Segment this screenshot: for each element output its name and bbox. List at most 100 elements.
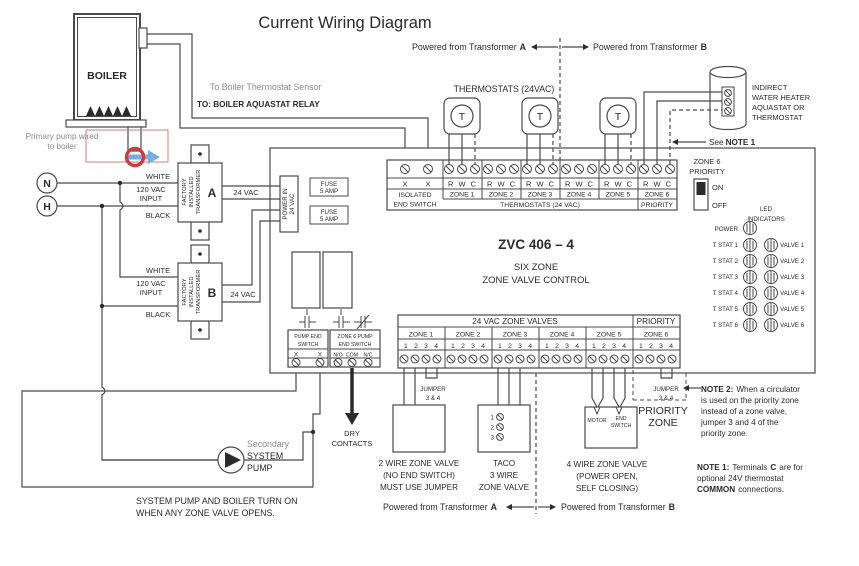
svg-text:INDIRECT: INDIRECT xyxy=(752,83,788,92)
arrow-left-icon xyxy=(683,385,689,391)
svg-text:120 VAC: 120 VAC xyxy=(136,185,166,194)
svg-text:ZONE 5: ZONE 5 xyxy=(597,332,622,339)
svg-text:PRIORITY: PRIORITY xyxy=(638,405,688,417)
power-in-terminal: POWER IN 24 VAC xyxy=(279,175,299,233)
zone6-priority-jumper: JUMPER 3 & 4 PRIORITY ZONE xyxy=(632,368,701,429)
svg-text:R W C: R W C xyxy=(487,180,516,189)
svg-text:T STAT 5: T STAT 5 xyxy=(713,306,739,313)
svg-text:2: 2 xyxy=(491,425,495,432)
svg-text:PUMP END: PUMP END xyxy=(294,334,322,340)
svg-text:VALVE 3: VALVE 3 xyxy=(780,274,805,281)
svg-text:3 & 4: 3 & 4 xyxy=(426,395,441,402)
vac-feed-wiring: 24 VAC 24 VAC xyxy=(222,185,280,303)
svg-text:ZONE 6: ZONE 6 xyxy=(645,192,670,199)
svg-text:SIX ZONE: SIX ZONE xyxy=(514,262,558,273)
svg-text:THERMOSTAT: THERMOSTAT xyxy=(752,113,803,122)
svg-text:ZONE: ZONE xyxy=(648,417,677,429)
svg-text:OFF: OFF xyxy=(712,201,727,210)
svg-text:WATER HEATER: WATER HEATER xyxy=(752,93,811,102)
svg-text:ZONE 6: ZONE 6 xyxy=(693,157,720,166)
svg-text:NOTE 2:When a circulator: NOTE 2:When a circulator xyxy=(701,385,800,394)
svg-text:1 2 3 4: 1 2 3 4 xyxy=(404,343,438,350)
svg-text:PRIORITY: PRIORITY xyxy=(689,167,724,176)
svg-text:VALVE 5: VALVE 5 xyxy=(780,306,805,313)
svg-text:WHEN ANY ZONE VALVE OPENS.: WHEN ANY ZONE VALVE OPENS. xyxy=(136,508,275,518)
svg-text:3 WIRE: 3 WIRE xyxy=(490,471,519,480)
svg-text:ZONE 1: ZONE 1 xyxy=(450,192,475,199)
dry-contacts: DRY CONTACTS xyxy=(332,368,372,448)
svg-text:MOTOR: MOTOR xyxy=(587,418,606,424)
svg-text:THERMOSTATS (24 VAC): THERMOSTATS (24 VAC) xyxy=(500,202,580,209)
svg-text:VALVE 1: VALVE 1 xyxy=(780,242,805,249)
fuse-1: FUSE 5 AMP xyxy=(309,177,349,197)
power-led-icon xyxy=(743,221,757,235)
svg-text:4 WIRE ZONE VALVE: 4 WIRE ZONE VALVE xyxy=(567,460,648,469)
svg-text:R W C: R W C xyxy=(643,180,672,189)
svg-text:1: 1 xyxy=(491,415,495,422)
svg-text:PUMP: PUMP xyxy=(247,463,273,473)
svg-text:24 VAC ZONE VALVES: 24 VAC ZONE VALVES xyxy=(472,317,558,326)
svg-text:instead of a zone valve,: instead of a zone valve, xyxy=(701,407,787,416)
flow-arrow-icon xyxy=(126,150,160,164)
svg-text:X: X xyxy=(402,180,407,189)
svg-text:ZONE 6 PUMP: ZONE 6 PUMP xyxy=(337,334,373,340)
svg-text:2 WIRE ZONE VALVE: 2 WIRE ZONE VALVE xyxy=(379,459,460,468)
jumper-wire xyxy=(425,368,438,379)
thermostats-header: THERMOSTATS (24VAC) xyxy=(454,84,555,94)
wire-boiler-x2 xyxy=(147,33,429,164)
relays xyxy=(291,251,353,309)
svg-text:ZONE 3: ZONE 3 xyxy=(503,332,528,339)
svg-text:INSTALLED: INSTALLED xyxy=(189,176,195,207)
svg-text:DRY: DRY xyxy=(344,429,360,438)
svg-text:optional 24V thermostat: optional 24V thermostat xyxy=(697,474,784,483)
svg-text:1 2 3 4: 1 2 3 4 xyxy=(592,343,626,350)
boiler: BOILER xyxy=(65,13,148,152)
svg-text:T STAT 1: T STAT 1 xyxy=(713,242,739,249)
indirect-water-heater: INDIRECT WATER HEATER AQUASTAT OR THERMO… xyxy=(643,65,811,164)
aquastat-note: TO: BOILER AQUASTAT RELAY xyxy=(197,100,320,109)
svg-text:VALVE 6: VALVE 6 xyxy=(780,322,805,329)
svg-text:PRIORITY: PRIORITY xyxy=(641,202,674,209)
led-indicators: LED INDICATORS POWER T STAT 1 VALVE 1 T … xyxy=(713,206,805,332)
svg-text:ISOLATED: ISOLATED xyxy=(398,192,431,199)
svg-text:N/O: N/O xyxy=(333,353,342,359)
svg-text:LED: LED xyxy=(760,206,773,213)
svg-text:BLACK: BLACK xyxy=(146,310,171,319)
svg-text:X: X xyxy=(318,352,322,359)
svg-text:jumper 3 and 4 of the: jumper 3 and 4 of the xyxy=(700,418,779,427)
svg-text:FACTORY: FACTORY xyxy=(182,178,188,205)
svg-text:JUMPER: JUMPER xyxy=(653,386,679,393)
svg-text:B: B xyxy=(208,286,217,300)
svg-text:5 AMP: 5 AMP xyxy=(320,188,338,195)
svg-text:R W C: R W C xyxy=(604,180,633,189)
svg-text:SWITCH: SWITCH xyxy=(611,423,632,429)
svg-text:PRIORITY: PRIORITY xyxy=(637,317,676,326)
arrow-left-icon xyxy=(531,44,537,50)
zone1-two-wire-valve: JUMPER 3 & 4 2 WIRE ZONE VALVE (NO END S… xyxy=(379,368,460,492)
svg-text:1 2 3 4: 1 2 3 4 xyxy=(639,343,673,350)
svg-text:END: END xyxy=(616,416,627,422)
arrow-right-icon xyxy=(583,44,589,50)
svg-text:TACO: TACO xyxy=(493,459,515,468)
svg-text:N: N xyxy=(43,178,51,190)
relay-contact-icons xyxy=(299,309,372,330)
svg-text:120 VAC: 120 VAC xyxy=(136,279,166,288)
svg-text:1 2 3 4: 1 2 3 4 xyxy=(498,343,532,350)
svg-text:JUMPER: JUMPER xyxy=(420,386,446,393)
svg-text:BLACK: BLACK xyxy=(146,211,171,220)
thermostat-2: T xyxy=(521,97,559,135)
svg-text:VALVE 4: VALVE 4 xyxy=(780,290,805,297)
svg-text:COM: COM xyxy=(346,353,358,359)
svg-text:24 VAC: 24 VAC xyxy=(233,188,259,197)
thermostat-wiring xyxy=(448,134,632,164)
svg-text:MUST USE JUMPER: MUST USE JUMPER xyxy=(380,483,458,492)
svg-text:ON: ON xyxy=(712,183,723,192)
svg-text:POWER IN: POWER IN xyxy=(282,188,289,219)
svg-text:ZONE 2: ZONE 2 xyxy=(489,192,514,199)
